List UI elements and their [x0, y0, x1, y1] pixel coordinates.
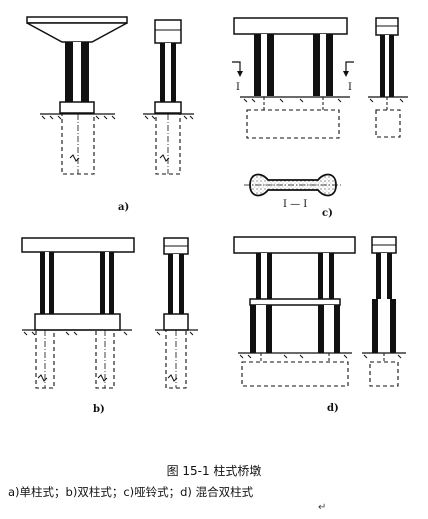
- panel-d-label: d): [327, 403, 339, 414]
- section-name-label: I — I: [283, 199, 307, 210]
- panel-b-front-view: [21, 237, 135, 389]
- panel-d-side-view: [362, 236, 406, 387]
- panel-a-front-view: [26, 16, 128, 175]
- panel-a-single-column: a): [26, 16, 194, 213]
- panel-d-front-view: [233, 236, 356, 387]
- figure-caption: a)单柱式；b)双柱式；c)哑铃式；d) 混合双柱式: [8, 485, 254, 499]
- panel-c-dumbbell: I I I — I c): [232, 17, 408, 219]
- panel-b-label: b): [93, 404, 105, 415]
- panel-b-side-view: [155, 237, 198, 389]
- panel-c-side-view: [368, 17, 408, 138]
- panel-c-label: c): [322, 208, 333, 219]
- panel-c-front-view: I I: [232, 17, 354, 139]
- panel-d-mixed-double-column: d): [233, 236, 406, 414]
- panel-a-label: a): [118, 202, 129, 213]
- paragraph-mark: ↵: [318, 502, 327, 513]
- cut-mark-left-label: I: [236, 82, 240, 93]
- cut-mark-right-label: I: [348, 82, 352, 93]
- panel-a-side-view: [143, 19, 194, 175]
- panel-b-double-column: b): [21, 237, 198, 415]
- dumbbell-section: I — I: [244, 173, 342, 210]
- figure-title: 图 15-1 柱式桥墩: [166, 464, 262, 478]
